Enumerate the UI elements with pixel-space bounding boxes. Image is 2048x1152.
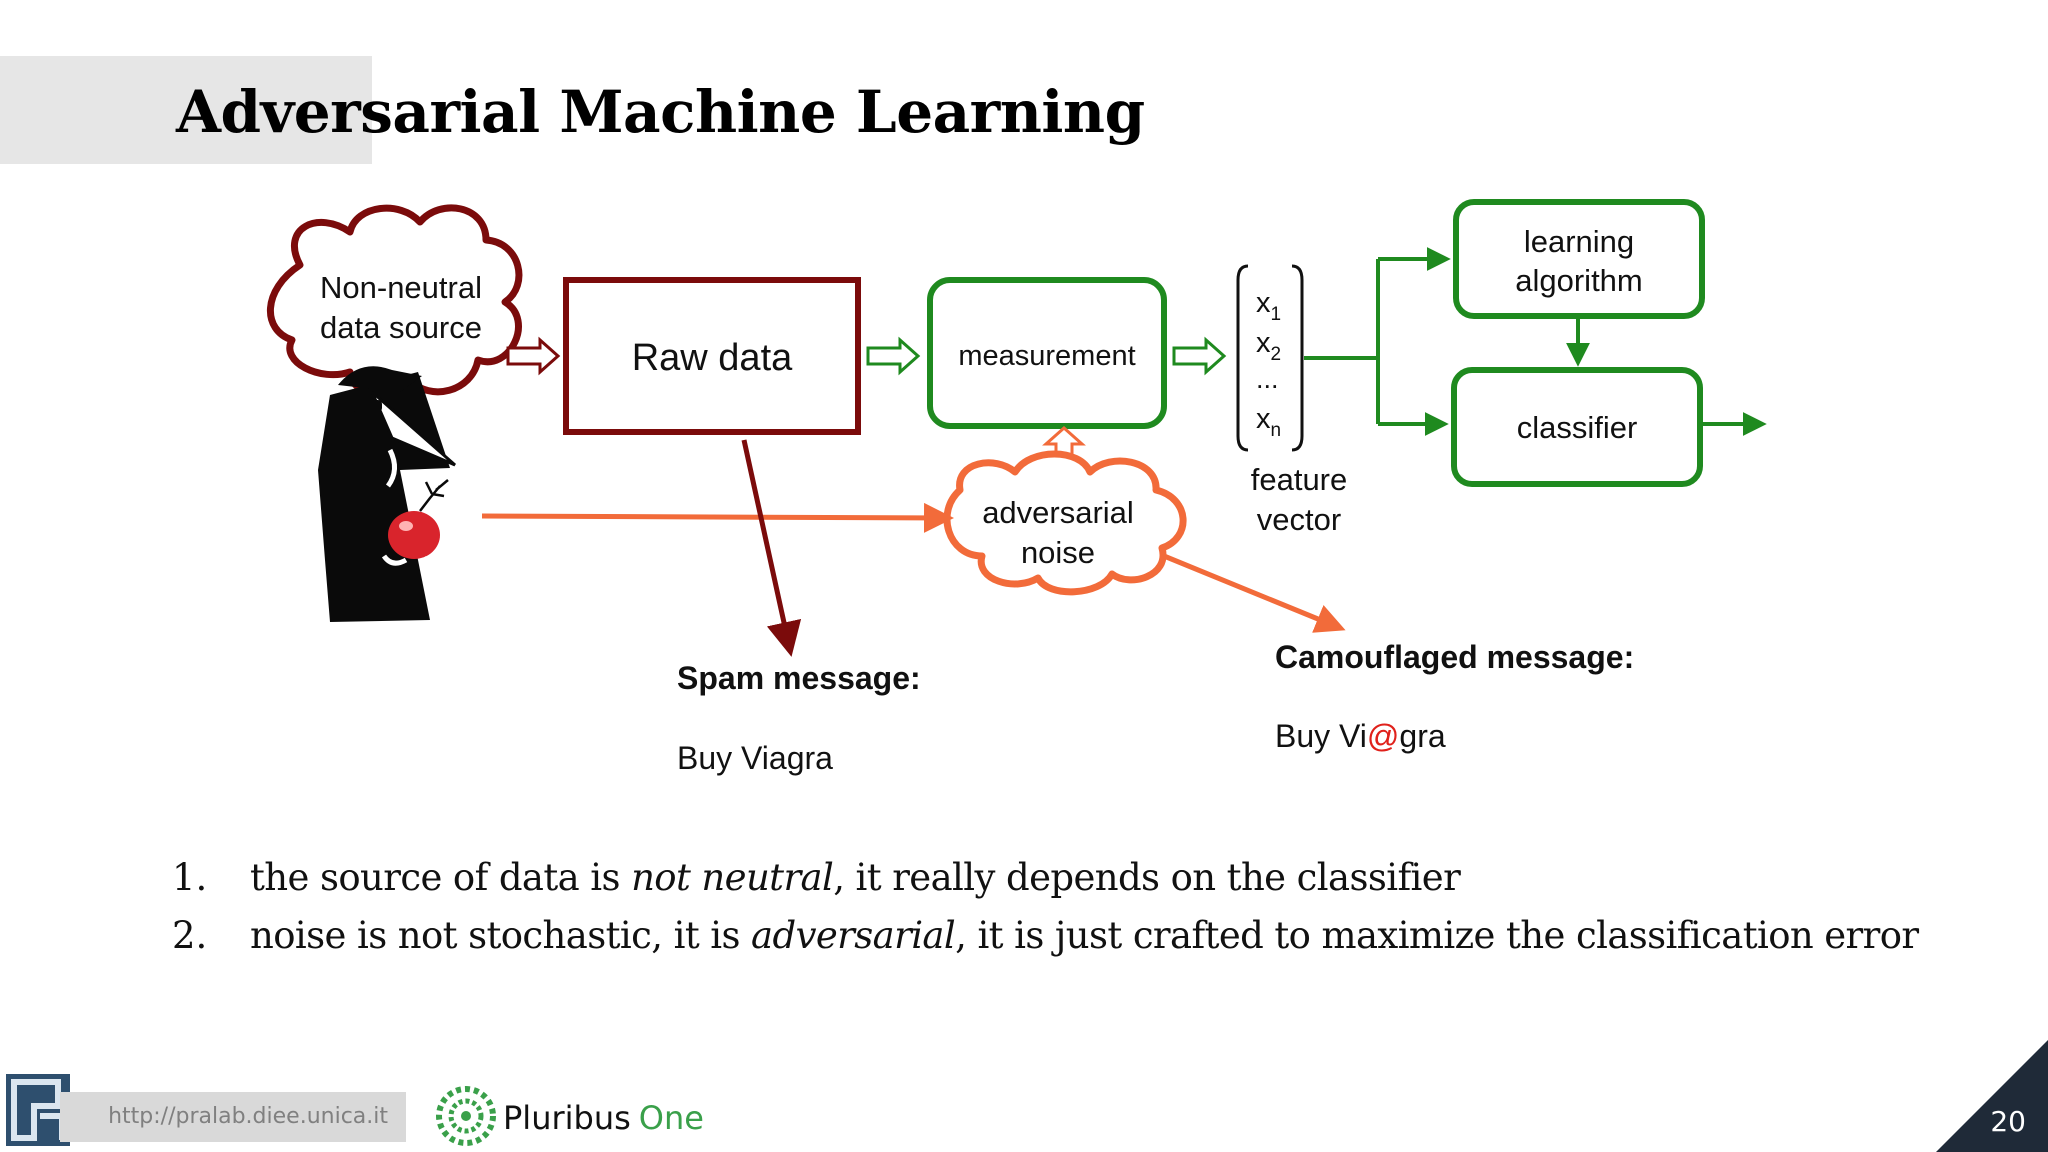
learning-algorithm-line1: learning [1524,224,1634,259]
measurement-box [927,277,1167,429]
classifier-label: classifier [1517,410,1638,445]
page-number: 20 [1990,1105,2026,1138]
feature-dots: ... [1256,364,1279,394]
hollow-arrow-raw-to-measurement [866,336,921,376]
spam-text: Buy Viagra [677,740,833,776]
measurement-label: measurement [958,340,1135,372]
footer-url[interactable]: http://pralab.diee.unica.it [60,1092,406,1142]
source-cloud-line2: data source [320,310,482,345]
learning-algorithm-box [1453,199,1705,319]
bullet-item: 1. the source of data is not neutral, it… [172,856,2032,914]
bullet-item: 2. noise is not stochastic, it is advers… [172,914,2032,972]
arrow-attacker-to-noise [481,502,954,533]
feature-x1: x1 [1256,287,1281,325]
feature-caption-line1: feature [1251,462,1348,497]
source-cloud [266,204,523,396]
page-corner [1936,1040,2048,1152]
bullet-text: the source of data is not neutral, it re… [250,856,1461,899]
feature-bracket-right [1291,264,1304,452]
raw-data-box [563,277,861,435]
bullet-list: 1. the source of data is not neutral, it… [172,856,2032,972]
connector-features-split [1304,259,1380,424]
slide-title: Adversarial Machine Learning [176,78,1145,146]
noise-cloud [943,450,1187,596]
classifier-box [1451,367,1703,487]
camouflaged-text: Buy Vi@gra [1275,718,1446,754]
source-cloud-line1: Non-neutral [320,270,482,305]
learning-algorithm-line2: algorithm [1515,263,1643,298]
arrow-noise-to-camouflaged [1163,553,1346,633]
feature-x2: x2 [1256,327,1281,365]
feature-bracket-left [1236,264,1249,452]
bullet-text: noise is not stochastic, it is adversari… [250,914,1919,957]
arrow-raw-to-spam [741,439,802,657]
spam-heading: Spam message: [677,660,921,696]
noise-cloud-line2: noise [1021,535,1095,570]
camouflaged-heading: Camouflaged message: [1275,639,1634,675]
bullet-number: 1. [172,856,208,899]
bullet-number: 2. [172,914,208,957]
hollow-arrow-source-to-raw [506,336,561,376]
pralab-logo [6,1074,70,1146]
noise-cloud-line1: adversarial [982,495,1134,530]
pluribus-logo-mark [436,1086,496,1146]
spy-figure [318,366,456,622]
raw-data-label: Raw data [632,337,793,379]
feature-caption-line2: vector [1257,502,1341,537]
title-band [0,56,372,164]
hollow-arrow-measurement-to-features [1172,336,1227,376]
feature-xn: xn [1256,403,1281,441]
